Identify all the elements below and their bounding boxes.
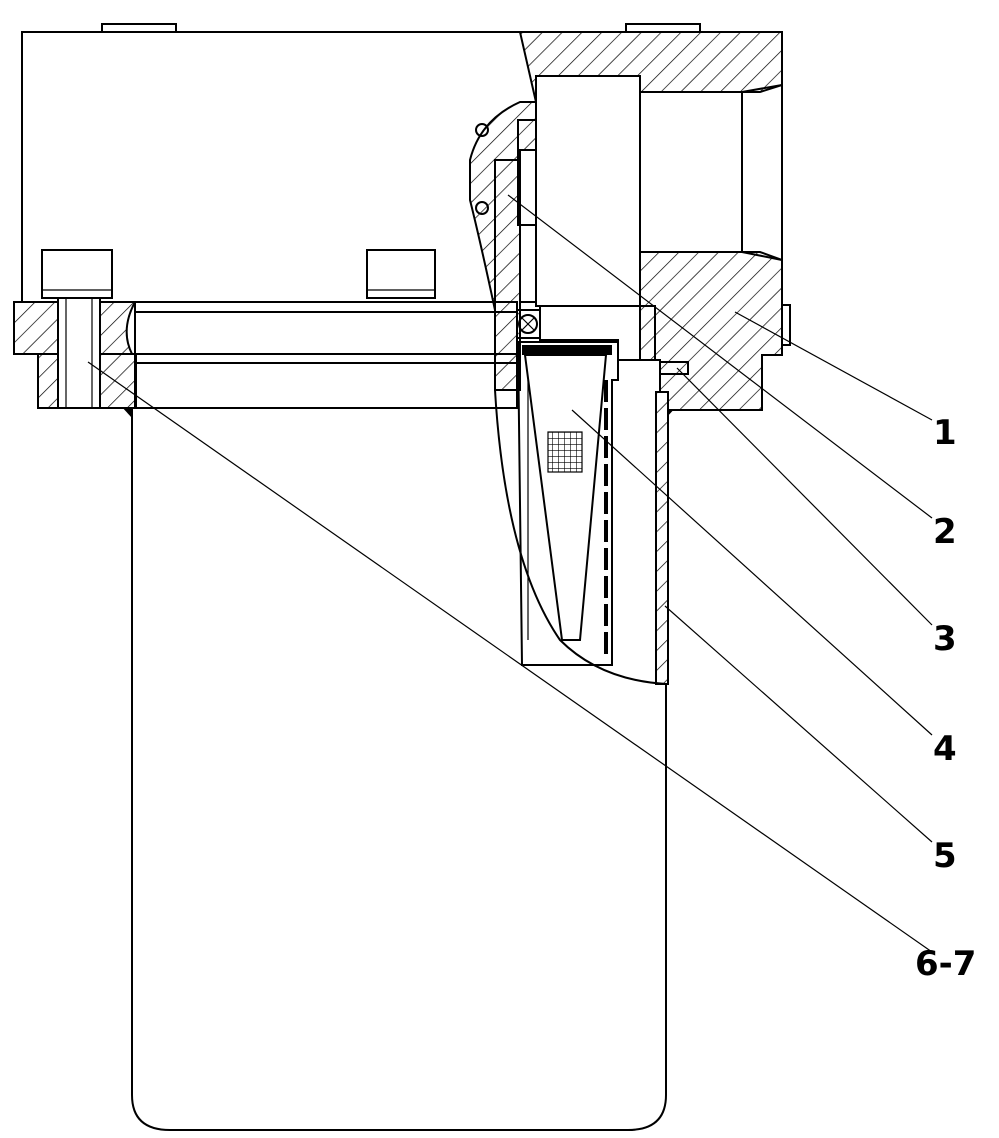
- filter-element: [516, 341, 619, 666]
- bolt-head-right: [366, 249, 436, 299]
- callout-4: 4: [933, 729, 957, 769]
- callout-3: 3: [933, 619, 957, 659]
- part-1-head-section: [469, 31, 791, 411]
- inner-tube: [494, 389, 669, 685]
- callout-1: 1: [933, 413, 957, 453]
- callout-5: 5: [933, 836, 957, 876]
- flange: [13, 297, 518, 409]
- callout-2: 2: [933, 512, 957, 552]
- filter-bowl: [120, 405, 678, 1131]
- bolt-head-left: [41, 249, 113, 299]
- leader-lines: [87, 194, 933, 953]
- callout-labels: 1 2 3 4 5 6-7: [915, 413, 976, 984]
- callout-6-7: 6-7: [915, 944, 976, 984]
